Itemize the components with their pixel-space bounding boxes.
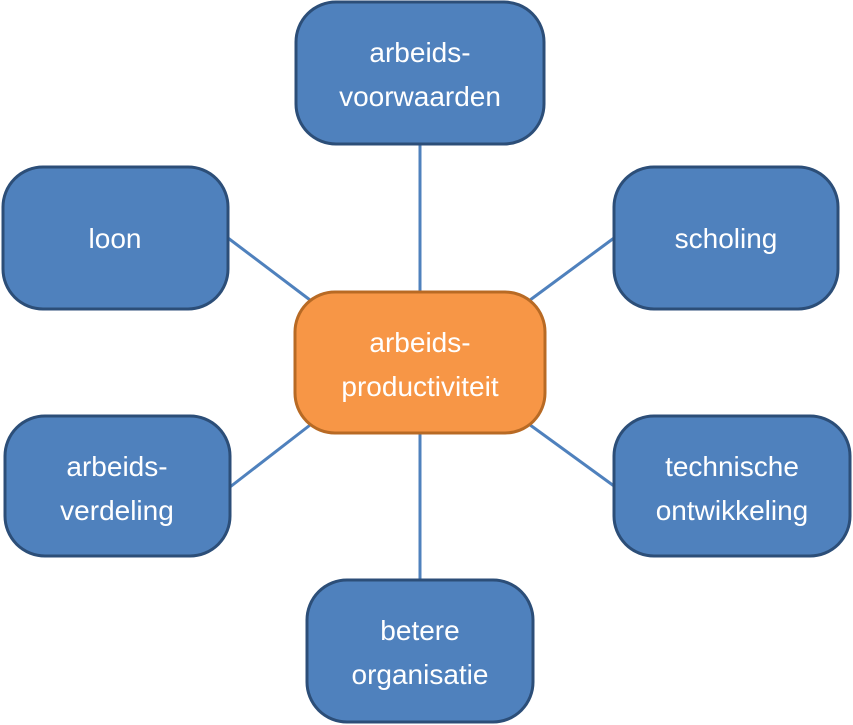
node-scholing-line-1: scholing [675,223,778,254]
node-betere-organisatie: betere organisatie [305,578,535,724]
connectors [227,145,615,580]
node-technische-ontwikkeling-line-2: ontwikkeling [656,495,809,526]
connector-arbeidsverdeling [229,420,315,489]
node-betere-organisatie-line-1: betere [380,615,459,646]
node-arbeidsvoorwaarden-line-1: arbeids- [369,37,470,68]
node-arbeidsvoorwaarden-line-2: voorwaarden [339,81,501,112]
node-arbeidsverdeling-line-2: verdeling [60,495,174,526]
node-scholing: scholing [612,165,840,311]
node-arbeidsverdeling-line-1: arbeids- [66,451,167,482]
node-loon: loon [1,165,230,311]
node-technische-ontwikkeling: technische ontwikkeling [612,414,852,558]
node-arbeidsverdeling: arbeids- verdeling [3,414,232,558]
node-arbeidsvoorwaarden: arbeids- voorwaarden [294,0,546,146]
connector-loon [227,236,315,305]
center-line-1: arbeids- [369,327,470,358]
connector-scholing [525,236,615,305]
node-arbeidsproductiviteit: arbeids- productiviteit [293,290,547,435]
node-technische-ontwikkeling-line-1: technische [665,451,799,482]
center-line-2: productiviteit [341,371,498,402]
node-loon-line-1: loon [89,223,142,254]
node-betere-organisatie-line-2: organisatie [352,659,489,690]
connector-technische-ontwikkeling [525,420,615,488]
